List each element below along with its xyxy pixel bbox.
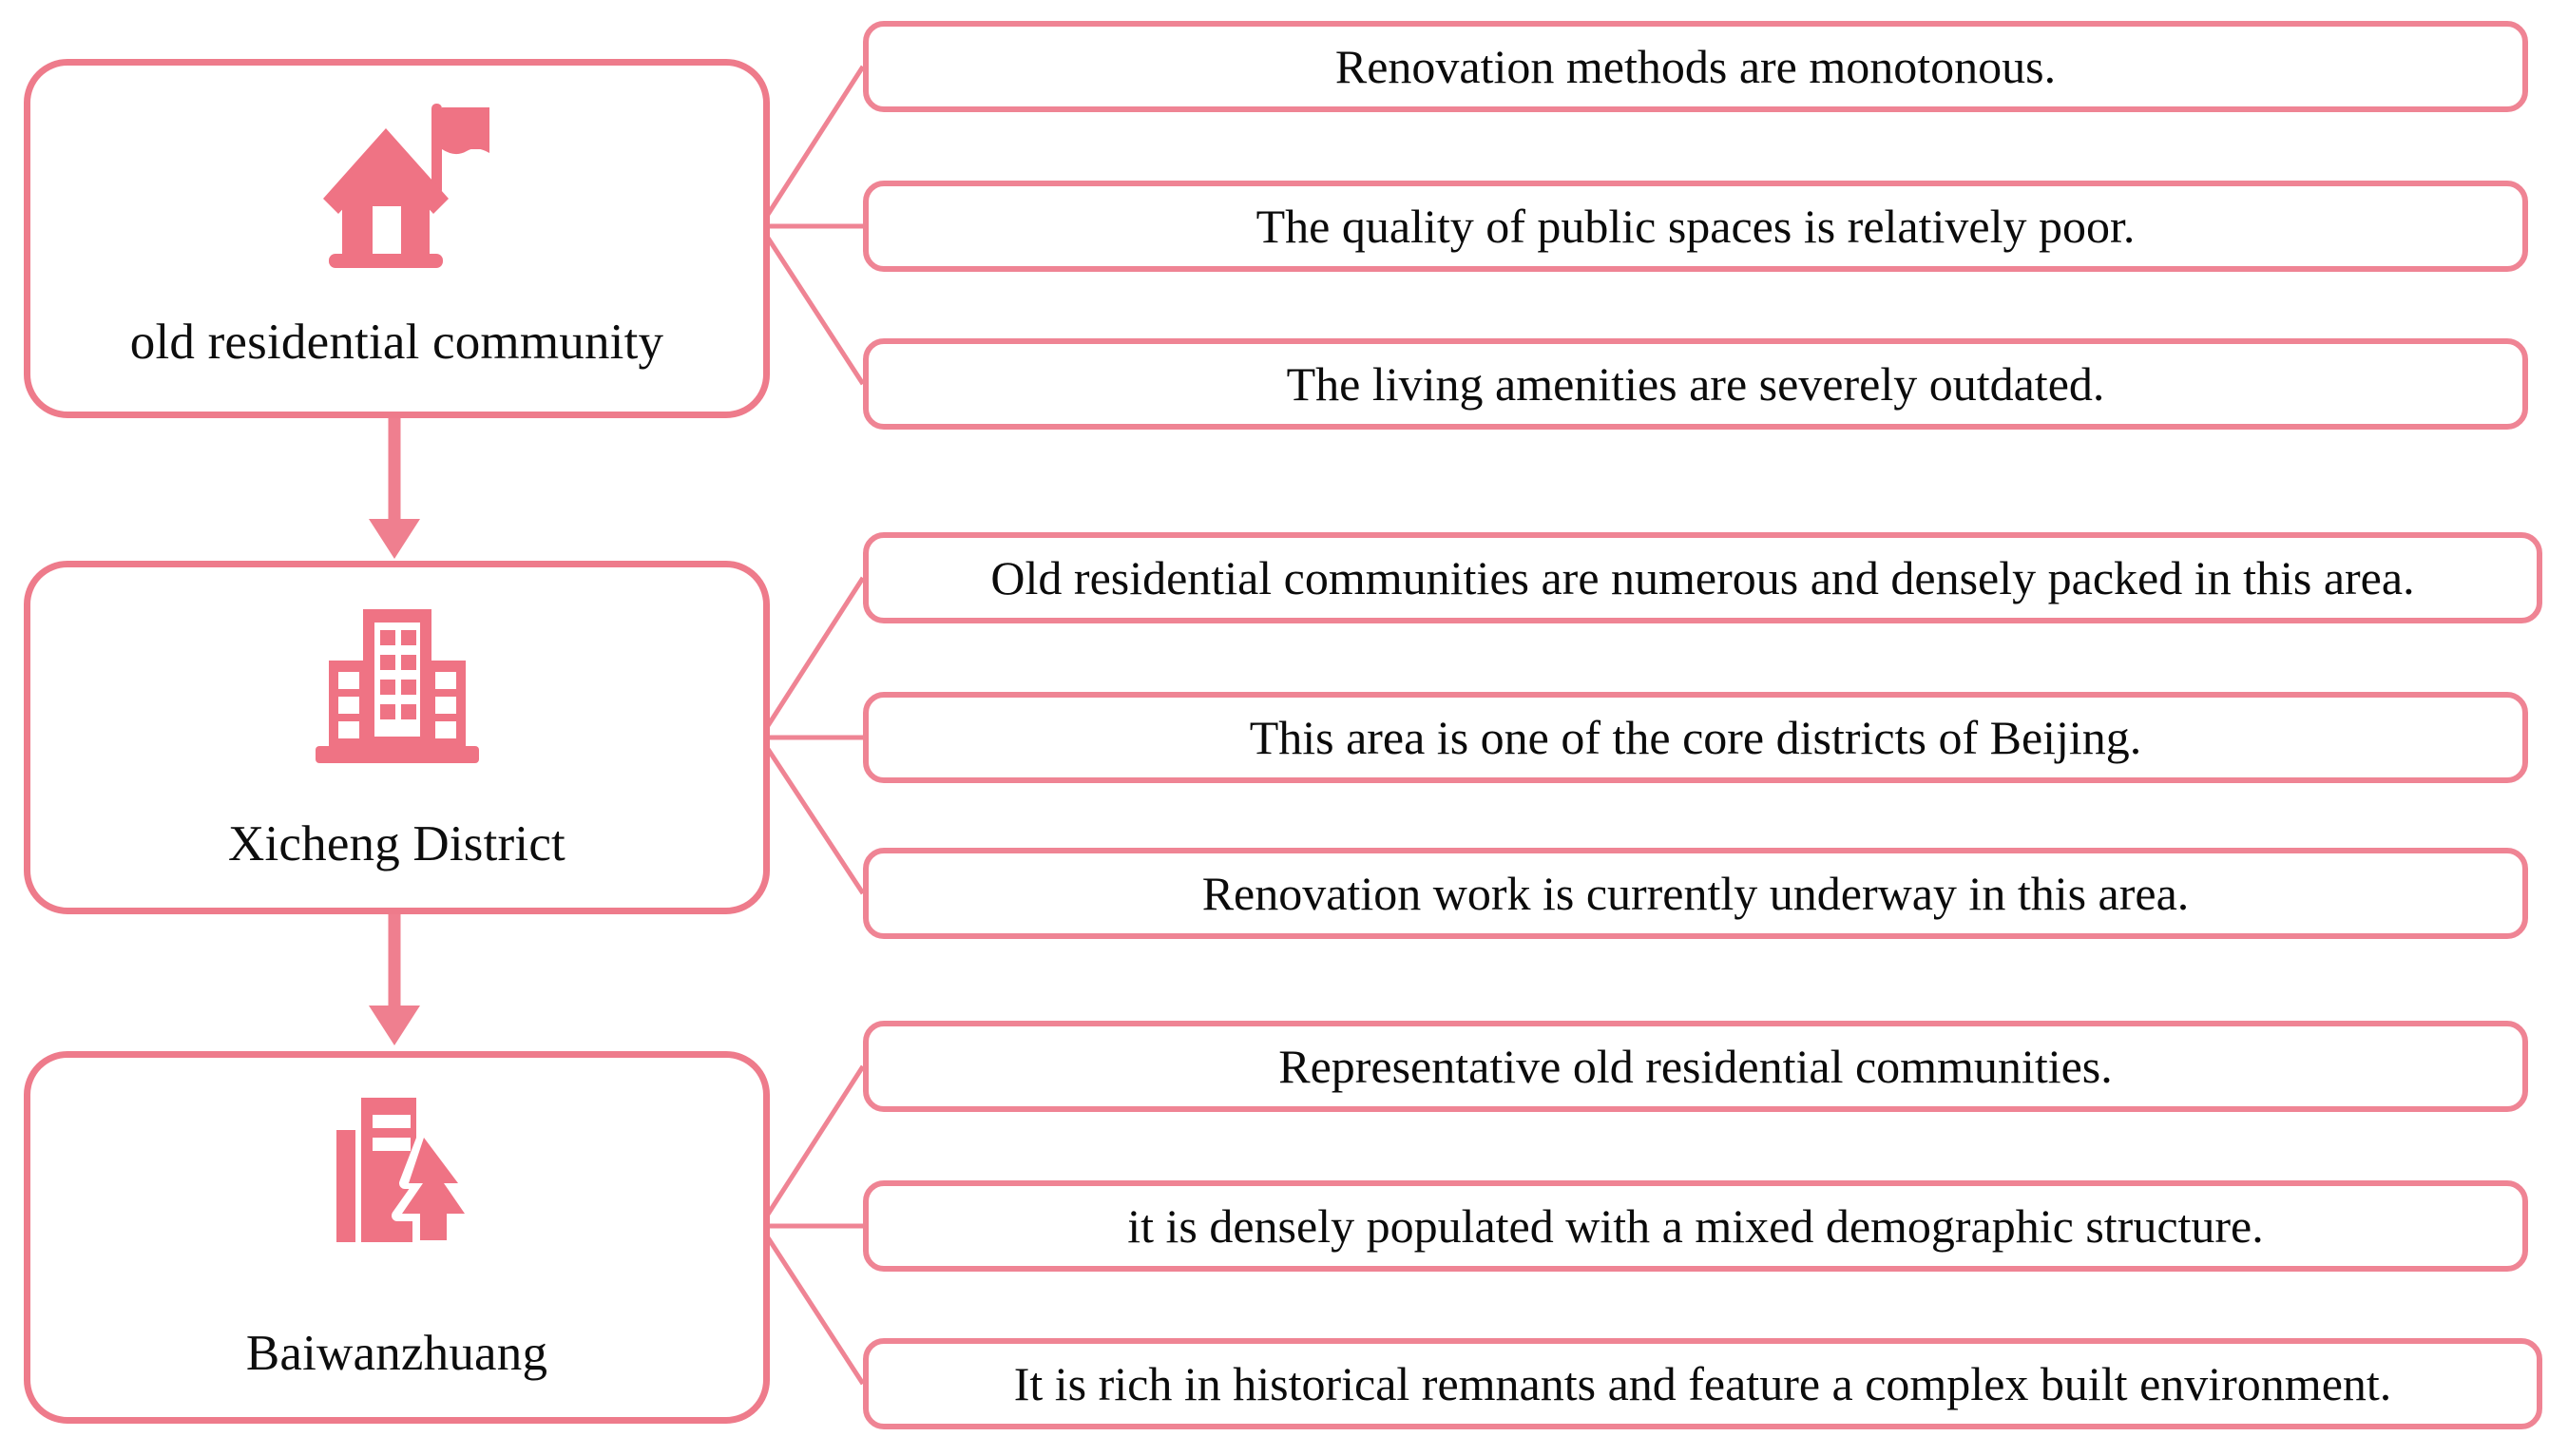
statement-text: It is rich in historical remnants and fe…	[1013, 1356, 2392, 1410]
connector-line	[757, 65, 866, 228]
statement-text: it is densely populated with a mixed dem…	[1127, 1198, 2264, 1253]
node-card-baiwanzhuang[interactable]: Baiwanzhuang	[24, 1051, 770, 1424]
statement-box[interactable]: Renovation work is currently underway in…	[863, 848, 2528, 939]
connector-line	[757, 224, 866, 386]
statement-box[interactable]: The quality of public spaces is relative…	[863, 181, 2528, 272]
statement-box[interactable]: This area is one of the core districts o…	[863, 692, 2528, 783]
arrow-down-icon-1	[369, 418, 420, 559]
node-label: Baiwanzhuang	[245, 1326, 548, 1382]
statement-text: The living amenities are severely outdat…	[1286, 356, 2105, 411]
node-label: old residential community	[129, 315, 664, 371]
city-buildings-icon	[302, 602, 492, 777]
connector-group-old-residential-community	[757, 65, 866, 386]
connector-group-xicheng-district	[757, 576, 866, 895]
connector-line	[757, 736, 866, 895]
connector-line	[757, 1224, 866, 1386]
arrow-down-icon-2	[369, 912, 420, 1045]
statement-text: Renovation work is currently underway in…	[1201, 866, 2190, 920]
statement-text: Representative old residential communiti…	[1278, 1039, 2113, 1093]
statement-text: The quality of public spaces is relative…	[1255, 199, 2136, 253]
connector-line	[757, 1064, 866, 1228]
statement-box[interactable]: Representative old residential communiti…	[863, 1021, 2528, 1112]
statement-box[interactable]: Renovation methods are monotonous.	[863, 21, 2528, 112]
node-label: Xicheng District	[228, 816, 565, 872]
node-card-xicheng-district[interactable]: Xicheng District	[24, 561, 770, 914]
connector-line	[757, 576, 866, 739]
statement-text: Renovation methods are monotonous.	[1334, 39, 2057, 93]
statement-text: Old residential communities are numerous…	[990, 550, 2415, 604]
house-with-flag-icon	[302, 100, 492, 285]
node-card-old-residential-community[interactable]: old residential community	[24, 59, 770, 418]
connector-group-baiwanzhuang	[757, 1064, 866, 1386]
statement-box[interactable]: The living amenities are severely outdat…	[863, 338, 2528, 430]
statement-text: This area is one of the core districts o…	[1249, 710, 2142, 764]
statement-box[interactable]: Old residential communities are numerous…	[863, 532, 2542, 623]
statement-box[interactable]: it is densely populated with a mixed dem…	[863, 1180, 2528, 1272]
statement-box[interactable]: It is rich in historical remnants and fe…	[863, 1338, 2542, 1429]
building-with-tree-icon	[302, 1092, 492, 1268]
